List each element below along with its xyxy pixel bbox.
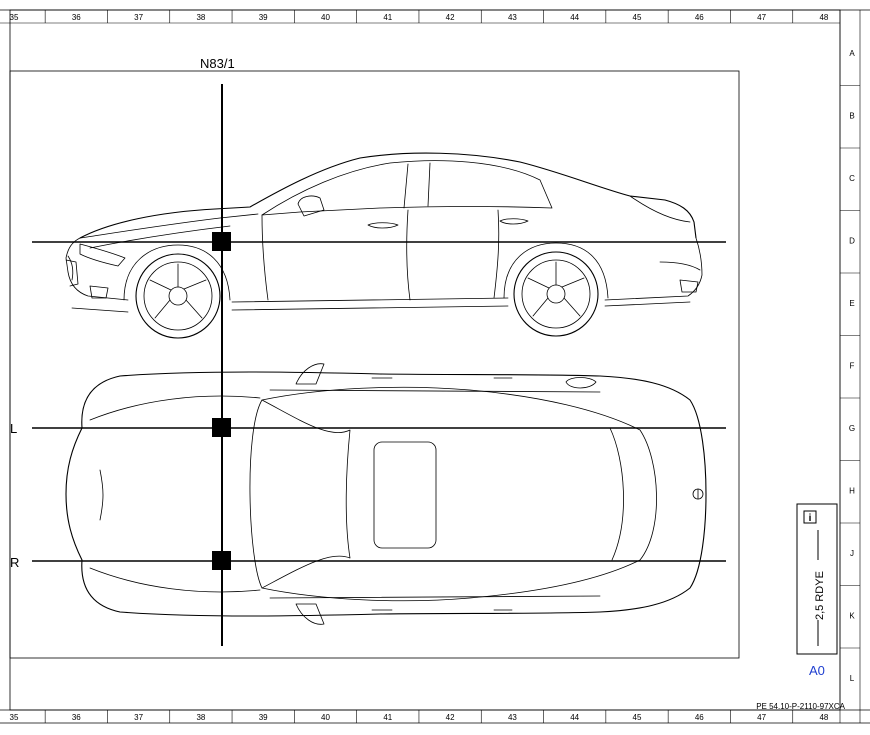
column-ticks-top: 35 36 37 38 39 40 41 42 43 44 45 46 47 48	[10, 10, 829, 23]
row-label: E	[849, 299, 854, 308]
column-label-bottom: 44	[570, 713, 579, 722]
column-label-bottom: 46	[695, 713, 704, 722]
wire-info-box: i 2,5 RDYE	[796, 503, 838, 655]
column-label-top: 41	[383, 13, 392, 22]
line-label-right: R	[10, 555, 19, 570]
column-label-top: 46	[695, 13, 704, 22]
column-label-bottom: 48	[819, 713, 828, 722]
column-label-top: 48	[819, 13, 828, 22]
column-label-top: 45	[633, 13, 642, 22]
row-label: J	[850, 549, 854, 558]
column-label-bottom: 41	[383, 713, 392, 722]
row-label: B	[849, 112, 854, 121]
column-label-top: 35	[10, 13, 19, 22]
column-label-bottom: 39	[259, 713, 268, 722]
column-label-top: 47	[757, 13, 766, 22]
car-top-view	[65, 363, 707, 625]
car-side-view	[65, 152, 703, 339]
column-label-bottom: 40	[321, 713, 330, 722]
column-label-bottom: 45	[633, 713, 642, 722]
column-label-top: 40	[321, 13, 330, 22]
row-label: L	[850, 674, 855, 683]
column-label-top: 37	[134, 13, 143, 22]
row-label: C	[849, 174, 855, 183]
info-icon	[803, 510, 817, 524]
grid-frame	[0, 9, 870, 724]
column-label-top: 42	[446, 13, 455, 22]
drawing-frame	[9, 70, 740, 659]
row-label: G	[849, 424, 855, 433]
column-label-bottom: 42	[446, 713, 455, 722]
line-label-left: L	[10, 421, 17, 436]
column-label-top: 44	[570, 13, 579, 22]
column-label-bottom: 36	[72, 713, 81, 722]
info-icon-glyph: i	[809, 513, 812, 524]
wiring	[32, 84, 726, 646]
column-label-top: 43	[508, 13, 517, 22]
row-label: F	[850, 362, 855, 371]
column-label-bottom: 35	[10, 713, 19, 722]
component-label: N83/1	[200, 56, 235, 71]
connector-marker-left	[212, 418, 231, 437]
column-label-top: 36	[72, 13, 81, 22]
row-label: D	[849, 237, 855, 246]
row-label: K	[849, 612, 855, 621]
footer-code: PE 54.10-P-2110-97XCA	[756, 702, 845, 711]
column-ticks-bottom: 35 36 37 38 39 40 41 42 43 44 45 46 47 48	[10, 710, 829, 723]
wire-label: 2,5 RDYE	[814, 571, 826, 620]
connector-marker-side	[212, 232, 231, 251]
column-label-bottom: 43	[508, 713, 517, 722]
row-label: H	[849, 487, 855, 496]
connector-marker-right	[212, 551, 231, 570]
column-label-bottom: 47	[757, 713, 766, 722]
column-label-bottom: 38	[196, 713, 205, 722]
row-label: A	[849, 49, 855, 58]
column-label-bottom: 37	[134, 713, 143, 722]
column-label-top: 39	[259, 13, 268, 22]
row-ticks: A B C D E F G H J K L	[840, 49, 860, 683]
connector-label: A0	[809, 663, 825, 678]
column-label-top: 38	[196, 13, 205, 22]
